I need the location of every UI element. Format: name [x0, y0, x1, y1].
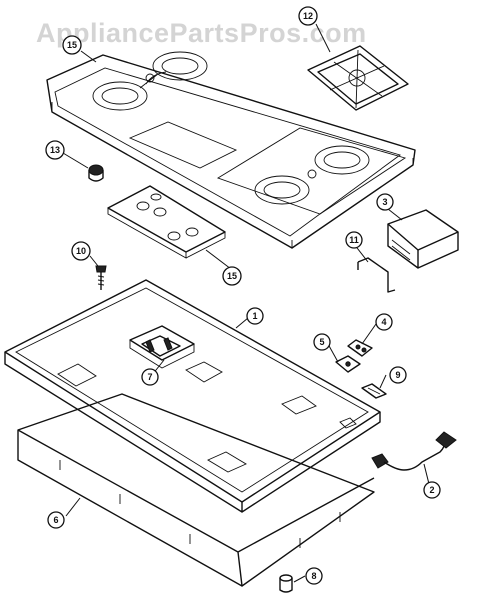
left-burner-pair	[92, 51, 208, 111]
callout-2: 2	[423, 481, 441, 499]
center-vent	[128, 121, 238, 169]
small-bracket	[335, 355, 361, 373]
callout-12: 12	[298, 6, 318, 26]
outer-box	[17, 393, 375, 587]
callout-15: 15	[222, 266, 242, 286]
base-pan	[4, 279, 381, 513]
callout-5-label: 5	[319, 337, 324, 347]
callout-15-label: 15	[227, 271, 237, 281]
callout-6-label: 6	[53, 515, 58, 525]
callout-11: 11	[345, 231, 363, 249]
callout-3-label: 3	[382, 197, 387, 207]
callout-4: 4	[375, 313, 393, 331]
electrical-module	[387, 209, 459, 269]
callout-2-label: 2	[429, 485, 434, 495]
screw	[95, 265, 107, 290]
leader-lines	[62, 23, 431, 583]
callout-13-label: 13	[50, 145, 60, 155]
callout-10: 10	[71, 241, 91, 261]
callout-8: 8	[305, 567, 323, 585]
callout-11-label: 11	[349, 235, 359, 245]
callout-4-label: 4	[381, 317, 386, 327]
callout-9: 9	[389, 366, 407, 384]
callout-3: 3	[376, 193, 394, 211]
valve-housing	[129, 325, 195, 369]
right-burner-pair	[216, 127, 407, 215]
callout-5: 5	[313, 333, 331, 351]
terminal-strip	[361, 383, 387, 399]
retainer-plate	[347, 339, 373, 357]
callout-12-label: 12	[303, 11, 313, 21]
callout-7: 7	[141, 368, 159, 386]
callout-13: 13	[45, 140, 65, 160]
callout-10-label: 10	[76, 246, 86, 256]
control-knob	[88, 164, 104, 182]
burner-shield	[107, 185, 226, 259]
power-cord	[371, 431, 457, 471]
foot-bushing	[279, 574, 293, 593]
callout-14-label: 15	[67, 40, 77, 50]
callout-6: 6	[47, 511, 65, 529]
mounting-bracket	[357, 257, 396, 293]
callout-7-label: 7	[147, 372, 152, 382]
burner-grate	[307, 45, 409, 111]
callout-1-label: 1	[252, 311, 257, 321]
callout-8-label: 8	[311, 571, 316, 581]
callout-9-label: 9	[395, 370, 400, 380]
cooktop-top-panel	[46, 51, 416, 249]
callout-1: 1	[246, 307, 264, 325]
callout-14: 15	[62, 35, 82, 55]
watermark-text: AppliancePartsPros.com	[36, 18, 367, 48]
